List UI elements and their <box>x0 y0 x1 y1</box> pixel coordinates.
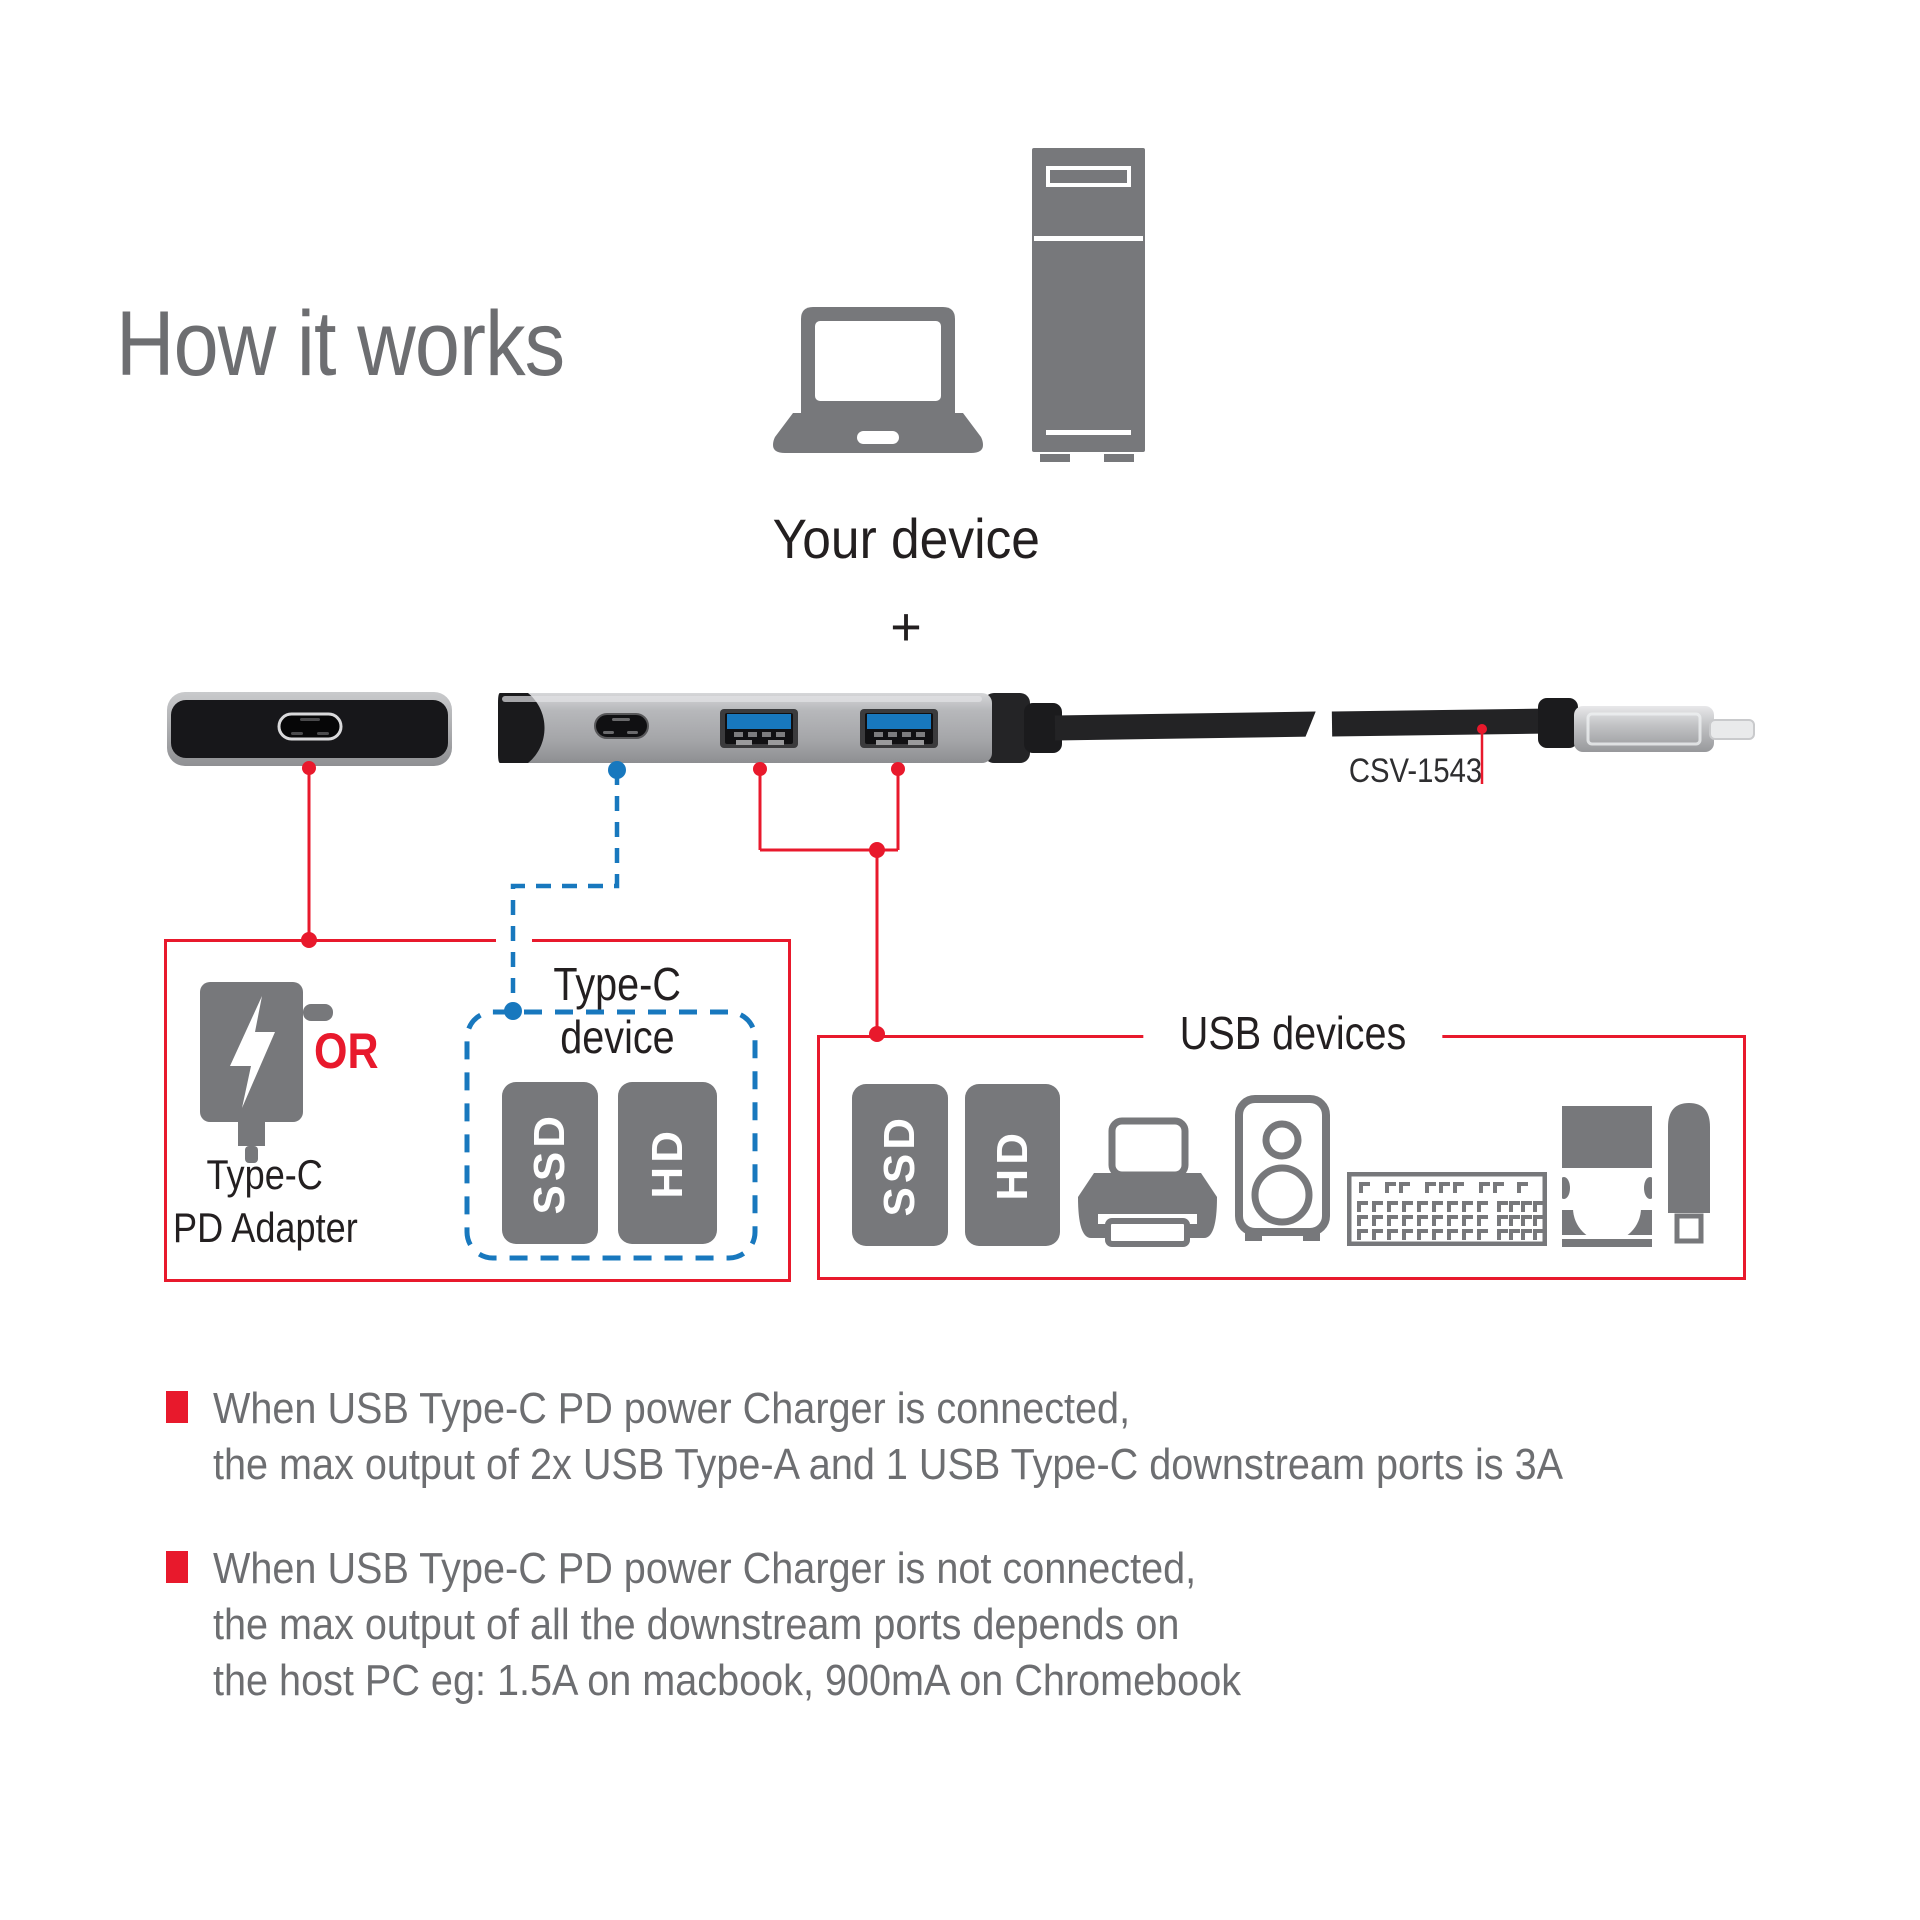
pd-adapter-box <box>164 939 791 1282</box>
note-line: When USB Type-C PD power Charger is not … <box>213 1544 1197 1593</box>
ssd-drive-icon: SSD <box>852 1084 948 1246</box>
media-player-icon <box>1562 1106 1652 1247</box>
page-title: How it works <box>116 293 565 395</box>
ssd-drive-label: SSD <box>525 1111 574 1215</box>
usb-c-pd-port <box>277 712 343 741</box>
usb-a-port-2 <box>860 709 938 748</box>
hub-front-body <box>498 693 1030 763</box>
ssd-drive-icon: SSD <box>502 1082 598 1244</box>
or-label: OR <box>314 1023 379 1079</box>
hard-drive-icon: HD <box>965 1084 1060 1246</box>
power-adapter-icon <box>200 982 333 1163</box>
keyboard-icon <box>1347 1172 1547 1246</box>
pd-adapter-caption: Type-C PD Adapter <box>172 1151 358 1251</box>
note-2: When USB Type-C PD power Charger is not … <box>213 1541 1241 1709</box>
lightning-bolt-icon <box>230 996 275 1108</box>
plus-sign: + <box>890 597 922 657</box>
type-c-device-caption: Type-C device <box>553 958 681 1063</box>
usb-c-connector-tip <box>1709 719 1755 740</box>
cable-break-slash <box>1299 697 1335 757</box>
usb-c-port <box>594 713 649 739</box>
note-1: When USB Type-C PD power Charger is conn… <box>213 1381 1563 1493</box>
speaker-icon <box>1235 1095 1330 1241</box>
note-line: the max output of 2x USB Type-A and 1 US… <box>213 1440 1564 1489</box>
usb-flash-drive-icon <box>1668 1103 1710 1244</box>
hard-drive-icon: HD <box>618 1082 717 1244</box>
hard-drive-label: HD <box>987 1129 1037 1201</box>
tower-pc-icon <box>1032 148 1145 462</box>
type-c-device-box <box>464 1009 758 1261</box>
your-device-label: Your device <box>772 507 1040 570</box>
hard-drive-label: HD <box>642 1127 692 1199</box>
note-line: When USB Type-C PD power Charger is conn… <box>213 1384 1131 1433</box>
model-number-label: CSV-1543 <box>1348 752 1482 790</box>
usb-devices-box-title: USB devices <box>1143 1005 1443 1060</box>
note-line: the max output of all the downstream por… <box>213 1600 1180 1649</box>
usb-c-connector <box>1574 706 1714 752</box>
laptop-icon <box>773 307 983 453</box>
note-bullet <box>166 1551 188 1583</box>
note-bullet <box>166 1391 188 1423</box>
usb-hub-product-image <box>167 692 1755 766</box>
usb-a-port-1 <box>720 709 798 748</box>
printer-icon <box>1078 1117 1217 1247</box>
note-line: the host PC eg: 1.5A on macbook, 900mA o… <box>213 1656 1242 1705</box>
ssd-drive-label: SSD <box>875 1113 924 1217</box>
hub-rear-puck <box>167 692 452 766</box>
usb-c-cable <box>1024 697 1755 757</box>
